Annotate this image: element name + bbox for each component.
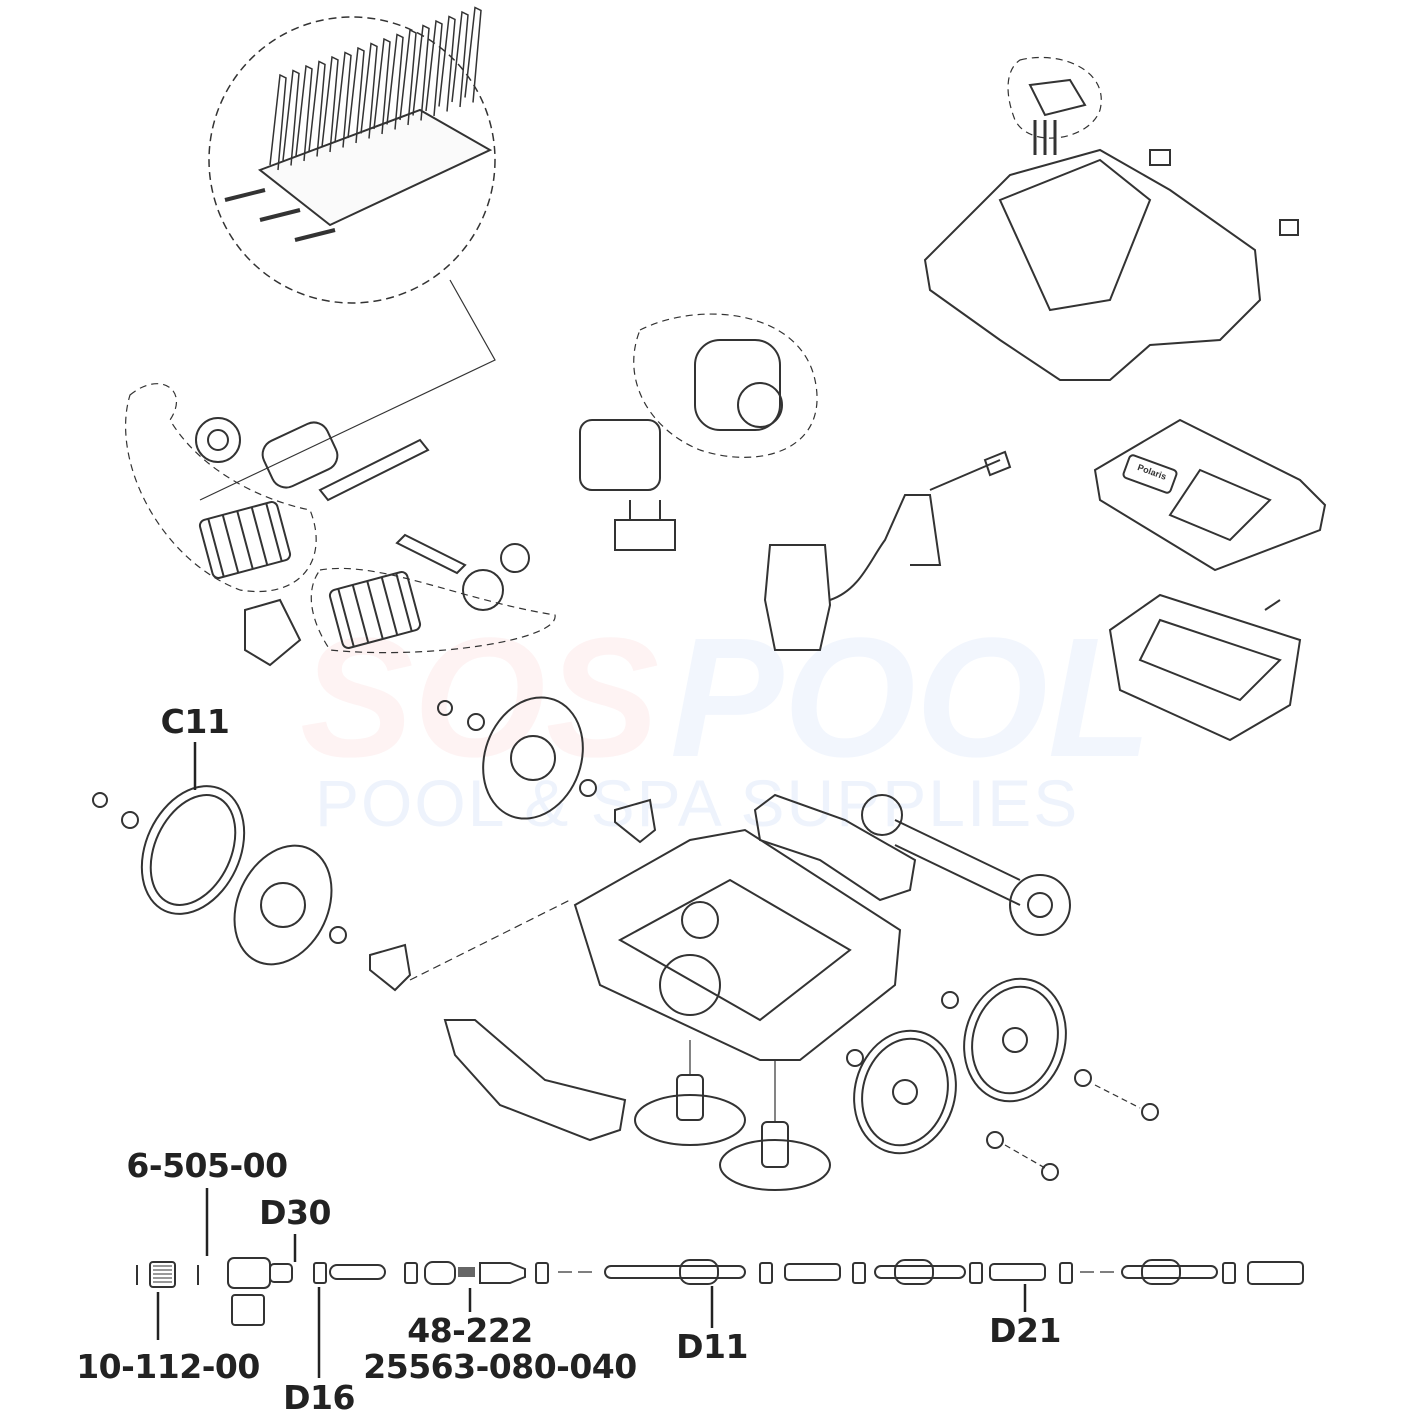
motor-assembly <box>579 313 818 551</box>
callout-25563-080-040: 25563-080-040 <box>363 1347 637 1386</box>
filter-basket <box>1108 593 1302 742</box>
drive-shaft <box>861 794 1071 936</box>
heatsink-fin <box>399 28 417 126</box>
chassis <box>443 793 917 1142</box>
top-body <box>923 56 1299 381</box>
heatsink-fin <box>321 55 339 153</box>
pump-assembly <box>763 450 1012 651</box>
pod-feet <box>634 1040 831 1191</box>
heatsink-fin <box>282 69 300 166</box>
heatsink-fin <box>464 6 482 103</box>
callout-d16: D16 <box>283 1378 355 1417</box>
callout-6-505-00: 6-505-00 <box>126 1146 288 1185</box>
heatsink-fin <box>425 19 443 117</box>
heatsink-fin <box>269 73 287 171</box>
leader-lines <box>156 742 1027 1378</box>
heatsink-fin <box>451 10 469 108</box>
heatsink-fin <box>412 24 430 121</box>
heatsink-fin <box>373 37 391 135</box>
top-cover <box>1093 418 1327 572</box>
callout-d30: D30 <box>259 1193 331 1232</box>
heatsink-fin <box>438 15 456 112</box>
heatsink-fin <box>347 46 365 144</box>
hose-assembly <box>136 1257 1304 1326</box>
heatsink-fin <box>308 60 326 157</box>
heatsink-callout <box>199 6 496 501</box>
callout-48-222: 48-222 <box>407 1311 533 1350</box>
heatsink-fin <box>360 42 378 139</box>
heatsink-fin <box>386 33 404 130</box>
brush-assembly <box>125 383 556 667</box>
heatsink-fin <box>334 51 352 148</box>
callout-d21: D21 <box>989 1311 1061 1350</box>
right-wheel-set <box>846 977 1159 1181</box>
callout-c11: C11 <box>160 702 230 741</box>
left-wheel-set <box>92 696 657 992</box>
callout-d11: D11 <box>676 1327 748 1366</box>
heatsink-fin <box>295 64 313 162</box>
callout-10-112-00: 10-112-00 <box>76 1347 260 1386</box>
